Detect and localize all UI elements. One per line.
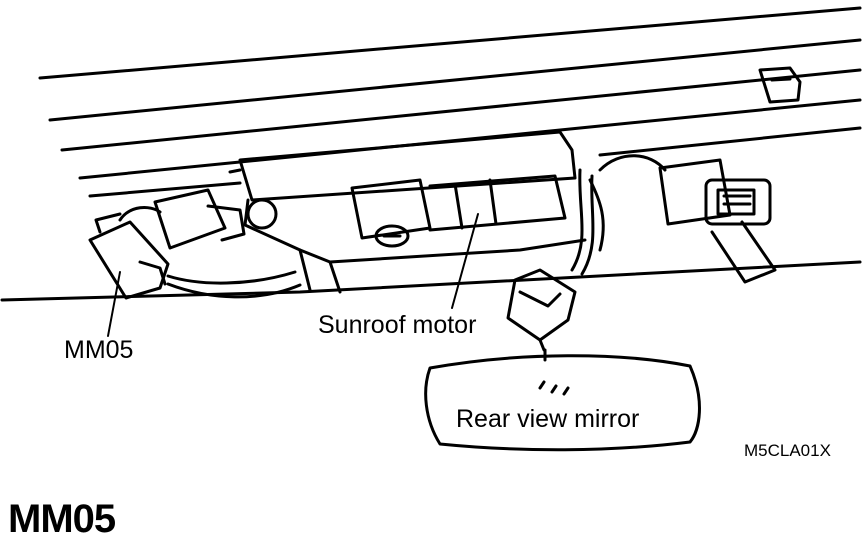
figure-code: M5CLA01X [744, 441, 831, 460]
label-motor: Sunroof motor [318, 311, 476, 339]
sunroof-motor-body [350, 174, 567, 248]
motor-bracket [228, 130, 587, 294]
leader-lines [107, 213, 479, 337]
leader-sunroof-motor [451, 213, 479, 309]
connector-mm05-drawing [88, 188, 302, 300]
section-heading: MM05 [8, 497, 116, 541]
rear-view-mirror-drawing [424, 348, 701, 452]
label-mirror: Rear view mirror [456, 405, 639, 433]
leader-mm05 [107, 271, 121, 337]
roof-panel-lines [0, 6, 862, 302]
label-connector: MM05 [64, 336, 133, 364]
right-connector-assembly [588, 154, 777, 284]
mirror-harness [506, 168, 595, 352]
